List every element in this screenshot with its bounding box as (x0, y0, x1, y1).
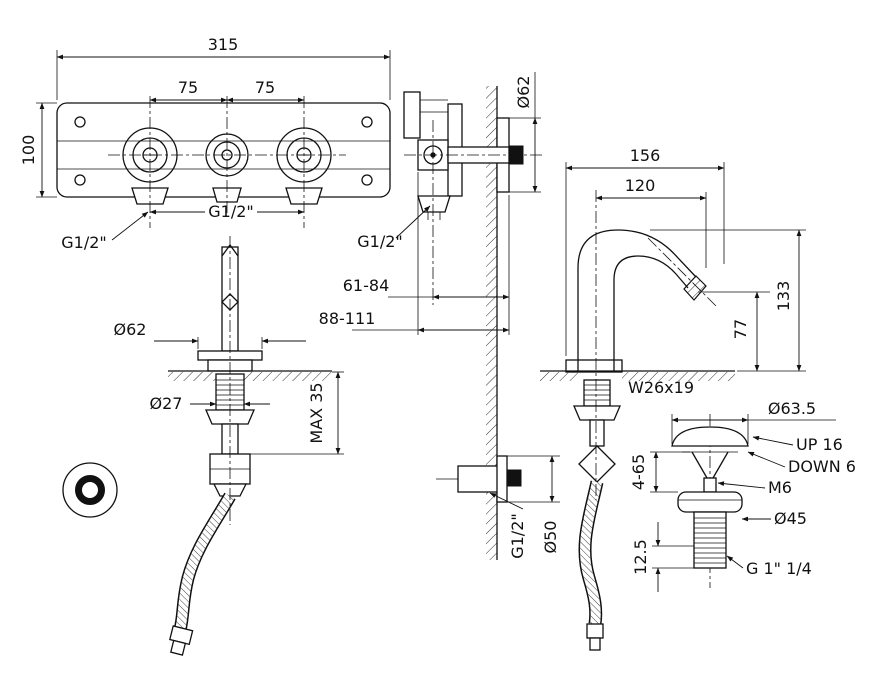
spout-escutcheon (565, 359, 623, 373)
flexible-hose-right (579, 480, 602, 625)
dim-77-label: 77 (731, 319, 750, 339)
spout-inner-contour (613, 255, 689, 372)
dim-12-5: 12.5 (631, 522, 694, 592)
dim-315-label: 315 (208, 35, 239, 54)
dim-dia63-5: Ø63.5 (671, 399, 836, 444)
dim-100-label: 100 (19, 135, 38, 166)
dia63-5-label: Ø63.5 (768, 399, 816, 418)
dim-61-84: 61-84 (343, 195, 510, 335)
dim-dia27: Ø27 (150, 394, 270, 413)
dim-156: 156 (565, 146, 725, 356)
screw-hole (74, 116, 86, 128)
bidet-spout-view (540, 190, 735, 651)
callout-up16: UP 16 (752, 435, 843, 454)
w26x19-label: W26x19 (628, 378, 694, 397)
down6-label: DOWN 6 (788, 457, 856, 476)
hose-union (578, 445, 616, 483)
supply-body (457, 465, 499, 493)
handle-front-view (62, 462, 118, 518)
dim-133-label: 133 (774, 281, 793, 312)
dim-120: 120 (595, 176, 707, 268)
m6-label: M6 (768, 478, 792, 497)
in-wall-body-side-view (403, 91, 545, 305)
hose-end-fitting (586, 623, 604, 639)
mounting-plate-front-view (56, 96, 391, 228)
supply-stub (506, 469, 522, 487)
dia27-label: Ø27 (150, 394, 183, 413)
g12-front-mid-label: G1/2" (208, 202, 254, 221)
callout-m6: M6 (717, 478, 792, 497)
callout-g12-front-left: G1/2" (61, 211, 149, 252)
dim-88-111-label: 88-111 (319, 309, 376, 328)
dim-dia45: Ø45 (741, 509, 807, 528)
waste-tailpipe (693, 511, 727, 569)
dim-12-5-label: 12.5 (631, 539, 650, 575)
wall-supply-fitting (436, 455, 522, 503)
dim-4-65-label: 4-65 (629, 454, 648, 490)
g12-front-left-label: G1/2" (61, 233, 107, 252)
flexible-hose-left (175, 493, 235, 632)
waste-stem (703, 477, 717, 493)
screw-hole (361, 174, 373, 186)
mounting-plate (56, 102, 391, 198)
dia45-label: Ø45 (774, 509, 807, 528)
handle-ring (75, 475, 105, 505)
aerator-tip (683, 275, 707, 301)
g12-wall-label: G1/2" (508, 513, 527, 559)
up16-label: UP 16 (796, 435, 843, 454)
dim-315: 315 (56, 35, 391, 100)
dim-100: 100 (19, 102, 57, 198)
dim-75a-label: 75 (178, 78, 198, 97)
bracket-arm (403, 91, 421, 139)
waste-flange (677, 491, 743, 513)
dia50-label: Ø50 (541, 521, 560, 554)
dim-133: 133 (650, 229, 806, 372)
dim-max35: MAX 35 (250, 371, 344, 455)
dim-75-right: 75 (226, 78, 305, 103)
callout-g12-side: G1/2" (357, 205, 431, 251)
dia62-trim-label: Ø62 (114, 320, 147, 339)
supply-flange (496, 455, 508, 503)
dia62-side-label: Ø62 (514, 76, 533, 109)
lock-nut (205, 409, 255, 425)
waste-cap (671, 426, 749, 447)
dim-75-left: 75 (149, 78, 228, 103)
callout-down6: DOWN 6 (747, 451, 856, 476)
side-nut (417, 195, 451, 213)
dim-156-label: 156 (630, 146, 661, 165)
g1-14-label: G 1" 1/4 (746, 559, 812, 578)
dim-88-111: 88-111 (319, 172, 510, 335)
pop-up-waste (671, 414, 749, 588)
dim-4-65: 4-65 (629, 451, 690, 493)
dim-dia62-side: Ø62 (509, 72, 541, 193)
callout-g1-14: G 1" 1/4 (726, 555, 812, 578)
valve-cross-section (168, 236, 332, 656)
dim-61-84-label: 61-84 (343, 276, 390, 295)
screw-hole (361, 116, 373, 128)
dim-dia50: Ø50 (507, 455, 560, 554)
dim-120-label: 120 (625, 176, 656, 195)
dim-75b-label: 75 (255, 78, 275, 97)
max35-label: MAX 35 (307, 382, 326, 443)
callout-g12-front-mid: G1/2" (149, 202, 305, 221)
handle-outer (62, 462, 118, 518)
g12-side-label: G1/2" (357, 232, 403, 251)
spout-lock-nut (573, 405, 621, 421)
callout-g12-wall: G1/2" (489, 492, 527, 559)
spout-outer-contour (577, 229, 697, 372)
spout-shank (583, 379, 611, 407)
dim-77: 77 (698, 291, 770, 372)
screw-hole (74, 174, 86, 186)
dim-dia62-trim: Ø62 (114, 320, 306, 349)
